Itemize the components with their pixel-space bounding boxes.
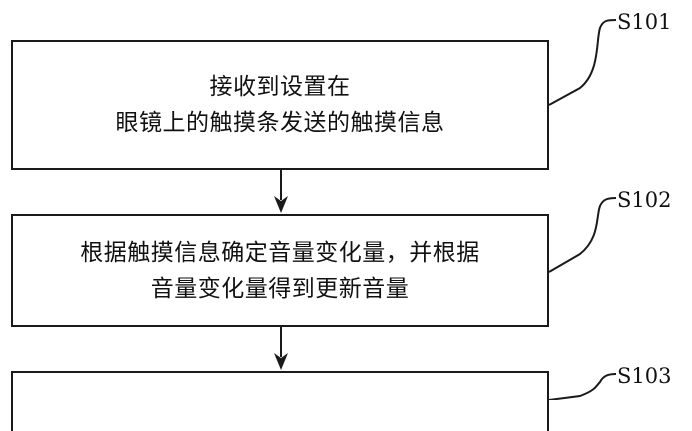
leader-line-s103 <box>548 373 617 400</box>
arrow-step2-to-step3 <box>274 327 288 370</box>
step-s101-text-line-2: 眼镜上的触摸条发送的触摸信息 <box>115 110 445 136</box>
step-label-s103: S103 <box>617 364 672 388</box>
step-box-s101: 接收到设置在 眼镜上的触摸条发送的触摸信息 <box>11 40 549 170</box>
leader-line-s101 <box>548 19 617 106</box>
arrow-step1-to-step2 <box>274 170 288 213</box>
step-label-s102: S102 <box>617 188 672 212</box>
flowchart: 接收到设置在 眼镜上的触摸条发送的触摸信息 根据触摸信息确定音量变化量，并根据 … <box>11 10 672 431</box>
step-s101-text-line-1: 接收到设置在 <box>209 74 351 100</box>
step-s102-text-line-1: 根据触摸信息确定音量变化量，并根据 <box>80 239 480 266</box>
step-box-s102: 根据触摸信息确定音量变化量，并根据 音量变化量得到更新音量 <box>11 214 549 327</box>
connectors <box>274 19 617 400</box>
leader-line-s102 <box>548 197 617 273</box>
step-label-s101: S101 <box>617 10 672 34</box>
step-box-s103 <box>11 371 549 431</box>
step-s102-text-line-2: 音量变化量得到更新音量 <box>150 275 410 302</box>
